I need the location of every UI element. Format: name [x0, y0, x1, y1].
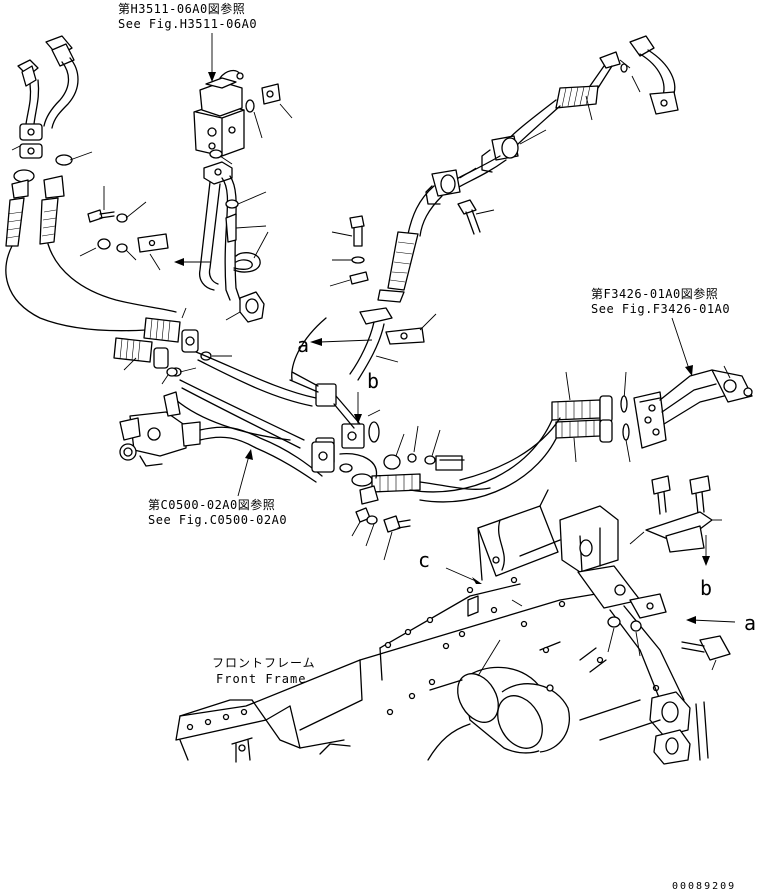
ref-c0500-jp: 第C0500-02A0図参照	[148, 497, 275, 512]
ref-f3426: 第F3426-01A0図参照 See Fig.F3426-01A0	[591, 286, 730, 316]
right-hose	[409, 365, 753, 503]
callout-a-lower: a	[744, 611, 756, 635]
ref-c0500-en: See Fig.C0500-02A0	[148, 513, 287, 527]
front-frame-en: Front Frame	[216, 672, 306, 686]
callout-b-upper: b	[367, 369, 379, 393]
callout-b-lower: b	[700, 576, 712, 600]
drawing-number: 00089209	[672, 881, 736, 892]
front-frame	[175, 475, 731, 765]
top-right-hose	[329, 35, 679, 303]
front-frame-label: フロントフレーム Front Frame	[212, 656, 316, 686]
ref-h3511-jp: 第H3511-06A0図参照	[118, 1, 245, 16]
ref-h3511: 第H3511-06A0図参照 See Fig.H3511-06A0	[118, 1, 257, 31]
lower-pipes	[119, 351, 491, 561]
callout-c: c	[418, 548, 430, 572]
ref-h3511-en: See Fig.H3511-06A0	[118, 17, 257, 31]
ref-c0500: 第C0500-02A0図参照 See Fig.C0500-02A0	[148, 497, 287, 527]
leader-arrows	[174, 33, 736, 624]
left-hose-assembly	[5, 35, 232, 385]
ref-f3426-jp: 第F3426-01A0図参照	[591, 286, 718, 301]
ref-f3426-en: See Fig.F3426-01A0	[591, 302, 730, 316]
valve-block	[193, 69, 293, 165]
center-bracket	[289, 307, 437, 465]
center-tubes	[198, 161, 269, 323]
front-frame-jp: フロントフレーム	[212, 656, 316, 670]
